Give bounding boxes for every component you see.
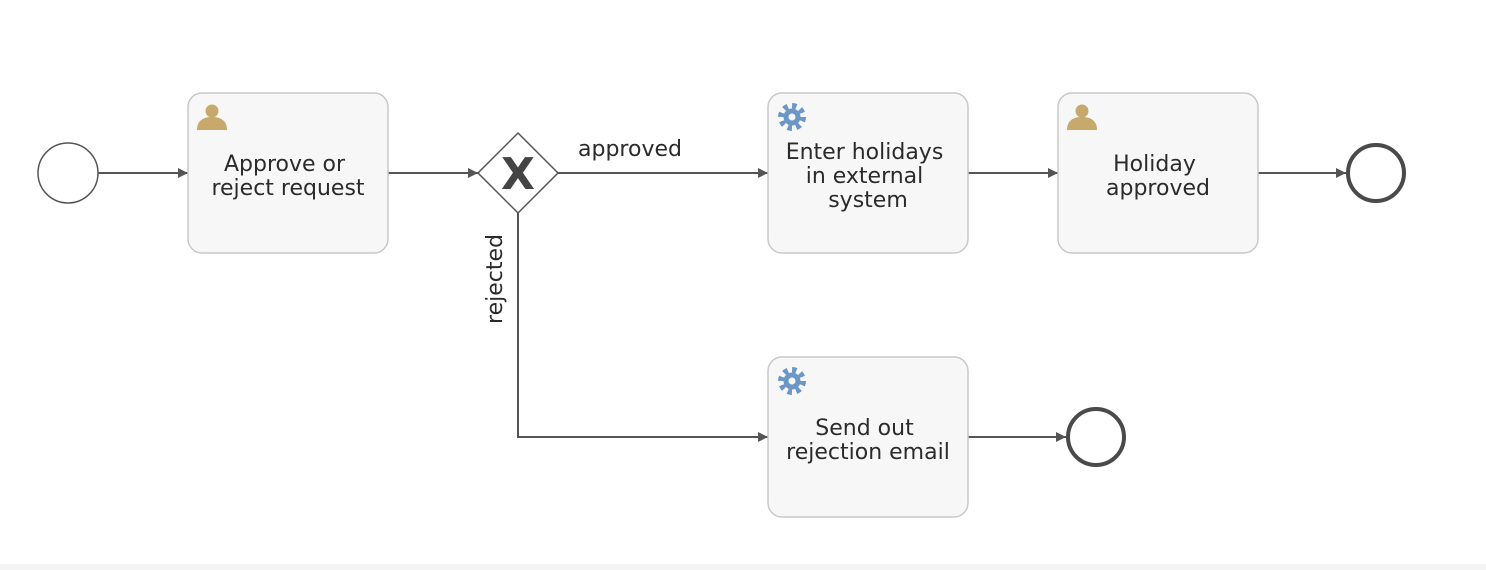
exclusive-gateway[interactable]: X <box>476 131 560 215</box>
task-label: Enter holidays in external system <box>786 140 951 213</box>
task-box <box>767 92 969 254</box>
gateway-diamond <box>476 131 560 215</box>
end-event-approved[interactable] <box>1346 143 1406 203</box>
task-send-rejection-email[interactable]: Send out rejection email <box>767 356 969 518</box>
flow-rejected[interactable] <box>517 213 768 442</box>
sequence-flows <box>98 168 1346 442</box>
start-event[interactable] <box>37 142 99 204</box>
task-approve-or-reject[interactable]: Approve or reject request <box>187 92 389 254</box>
approved-label: approved <box>578 137 682 162</box>
gateway-x-icon: X <box>501 149 535 200</box>
task-label: Approve or reject request <box>211 152 364 201</box>
end-event-rejected[interactable] <box>1066 407 1126 467</box>
task-box <box>767 356 969 518</box>
task-box <box>187 92 389 254</box>
bottom-strip <box>0 564 1486 570</box>
task-enter-holidays[interactable]: Enter holidays in external system <box>767 92 969 254</box>
rejected-label: rejected <box>483 234 508 324</box>
task-holiday-approved[interactable]: Holiday approved <box>1057 92 1259 254</box>
task-label: Holiday approved <box>1106 152 1210 201</box>
task-box <box>1057 92 1259 254</box>
task-label: Send out rejection email <box>786 416 950 465</box>
